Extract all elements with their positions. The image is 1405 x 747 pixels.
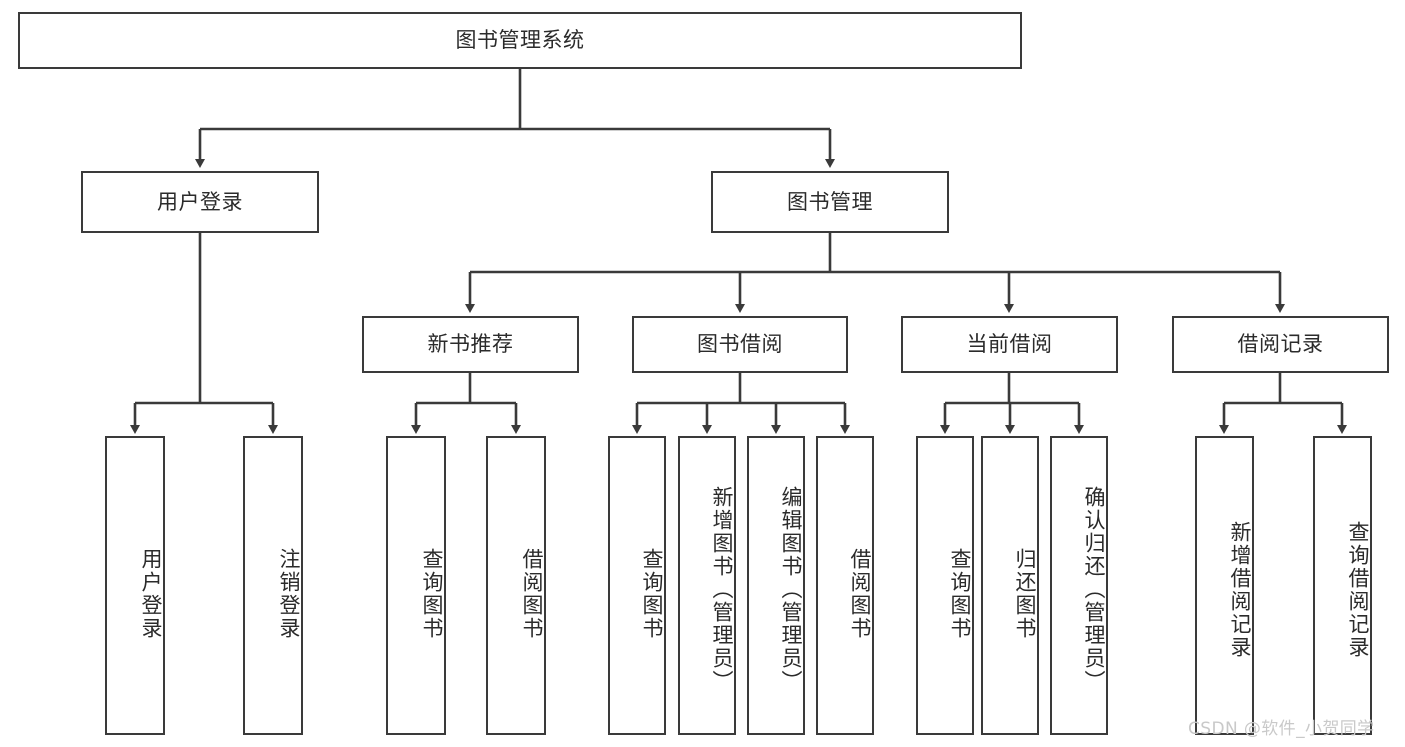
csdn-watermark: CSDN @软件_小贺同学 bbox=[1188, 719, 1375, 739]
leaf-user-login[interactable]: 用户登录 bbox=[105, 436, 165, 735]
leaf-query-borrow-record[interactable]: 查询借阅记录 bbox=[1313, 436, 1372, 735]
leaf-logout-login[interactable]: 注销登录 bbox=[243, 436, 303, 735]
leaf-add-borrow-record[interactable]: 新增借阅记录 bbox=[1195, 436, 1254, 735]
leaf-query-book-newbook[interactable]: 查询图书 bbox=[386, 436, 446, 735]
leaf-return-book[interactable]: 归还图书 bbox=[981, 436, 1039, 735]
leaf-borrow-book[interactable]: 借阅图书 bbox=[816, 436, 874, 735]
node-current-borrow[interactable]: 当前借阅 bbox=[901, 316, 1118, 373]
leaf-query-book-current[interactable]: 查询图书 bbox=[916, 436, 974, 735]
node-new-book-recommend[interactable]: 新书推荐 bbox=[362, 316, 579, 373]
node-borrow-record[interactable]: 借阅记录 bbox=[1172, 316, 1389, 373]
node-user-login[interactable]: 用户登录 bbox=[81, 171, 319, 233]
leaf-add-book-admin[interactable]: 新增图书（管理员） bbox=[678, 436, 736, 735]
leaf-query-book-borrow[interactable]: 查询图书 bbox=[608, 436, 666, 735]
node-root[interactable]: 图书管理系统 bbox=[18, 12, 1022, 69]
node-book-management[interactable]: 图书管理 bbox=[711, 171, 949, 233]
leaf-edit-book-admin[interactable]: 编辑图书（管理员） bbox=[747, 436, 805, 735]
leaf-borrow-book-newbook[interactable]: 借阅图书 bbox=[486, 436, 546, 735]
node-book-borrow[interactable]: 图书借阅 bbox=[632, 316, 848, 373]
leaf-confirm-return-admin[interactable]: 确认归还（管理员） bbox=[1050, 436, 1108, 735]
